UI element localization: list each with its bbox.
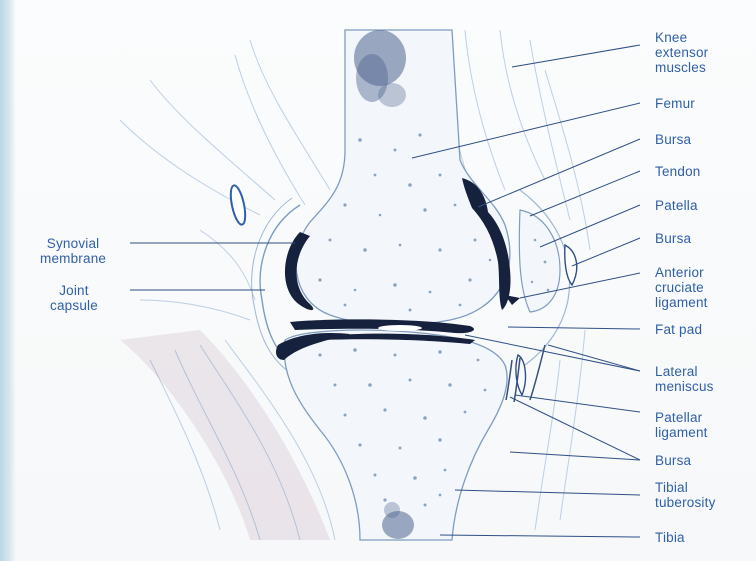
label-knee-extensor-muscles: Knee extensor muscles — [655, 30, 708, 75]
femur-marrow — [354, 30, 406, 107]
label-anterior-cruciate-ligament: Anterior cruciate ligament — [655, 265, 708, 310]
meniscus-white — [378, 325, 422, 331]
posterior-bursa-oval — [228, 184, 248, 226]
label-joint-capsule: Joint capsule — [50, 283, 98, 313]
label-bursa-lower: Bursa — [655, 453, 691, 468]
label-lateral-meniscus: Lateral meniscus — [655, 364, 714, 394]
label-patellar-ligament: Patellar ligament — [655, 410, 708, 440]
label-bursa-prepatellar: Bursa — [655, 231, 691, 246]
label-tibia: Tibia — [655, 530, 685, 545]
label-fat-pad: Fat pad — [655, 322, 702, 337]
femur-bone — [296, 30, 510, 325]
label-femur: Femur — [655, 96, 695, 111]
label-synovial-membrane: Synovial membrane — [40, 236, 106, 266]
label-tibial-tuberosity: Tibial tuberosity — [655, 480, 716, 510]
label-patella: Patella — [655, 198, 698, 213]
label-bursa-upper: Bursa — [655, 132, 691, 147]
label-tendon: Tendon — [655, 164, 701, 179]
